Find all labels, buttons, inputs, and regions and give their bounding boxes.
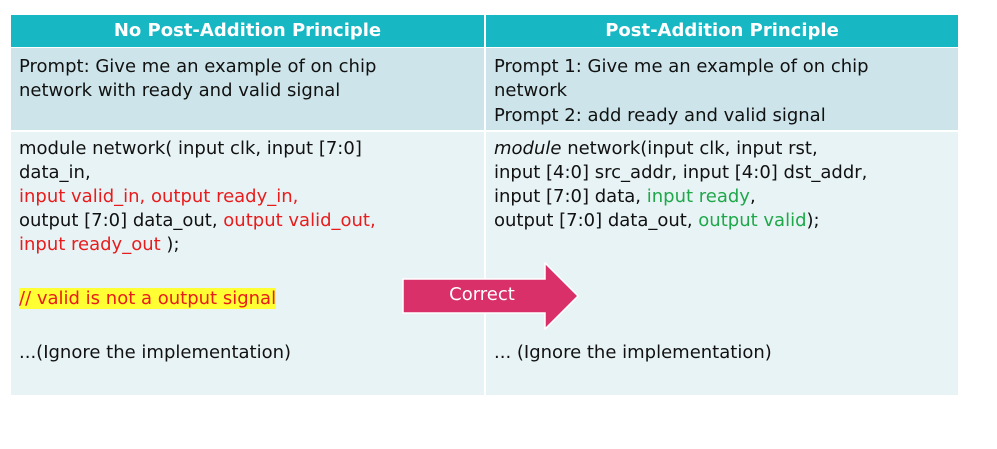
left-code-output-valid: output valid_out,: [223, 210, 376, 231]
right-code-input-data: input [7:0] data,: [494, 186, 647, 207]
right-code-line-1: module network(input clk, input rst,: [494, 137, 818, 161]
arrow-label: Correct: [449, 284, 515, 305]
right-code-input-ready: input ready: [646, 186, 750, 207]
right-code-output-valid: output valid: [698, 210, 807, 231]
right-code-comma: ,: [749, 186, 756, 207]
left-code-line-1: module network( input clk, input [7:0]: [19, 138, 362, 159]
right-code-module-sig: network(input clk, input rst,: [561, 138, 818, 159]
right-code-line-4: output [7:0] data_out, output valid);: [494, 209, 820, 233]
right-code-module-keyword: module: [494, 138, 562, 159]
code-cell-left: module network( input clk, input [7:0] d…: [11, 132, 484, 395]
prompt-cell-left: Prompt: Give me an example of on chip ne…: [11, 48, 484, 130]
right-code-line-3: input [7:0] data, input ready,: [494, 185, 756, 209]
comparison-table: No Post-Addition Principle Post-Addition…: [11, 15, 958, 395]
left-code-output-data: output [7:0] data_out,: [19, 210, 224, 231]
header-post-addition: Post-Addition Principle: [486, 15, 958, 47]
left-code-line-5: input ready_out );: [19, 233, 180, 257]
header-no-post-addition: No Post-Addition Principle: [11, 15, 484, 47]
left-code-line-4: output [7:0] data_out, output valid_out,: [19, 209, 376, 233]
right-code-line-2: input [4:0] src_addr, input [4:0] dst_ad…: [494, 162, 868, 183]
left-code-line-3: input valid_in, output ready_in,: [19, 186, 299, 207]
left-code-comment: // valid is not a output signal: [19, 287, 277, 311]
prompt-right-line-1: Prompt 1: Give me an example of on chip: [494, 56, 869, 77]
left-code-close: );: [160, 234, 180, 255]
left-code-input-ready: input ready_out: [19, 234, 161, 255]
right-code-close: );: [806, 210, 820, 231]
prompt-cell-right: Prompt 1: Give me an example of on chip …: [486, 48, 958, 130]
prompt-right-line-3: Prompt 2: add ready and valid signal: [494, 105, 826, 126]
code-cell-right: module network(input clk, input rst, inp…: [486, 132, 958, 395]
prompt-right-line-2: network: [494, 80, 568, 101]
error-comment-highlight: // valid is not a output signal: [19, 288, 277, 309]
right-code-ignore: ... (Ignore the implementation): [494, 342, 772, 363]
prompt-left-line-2: network with ready and valid signal: [19, 80, 341, 101]
prompt-left-line-1: Prompt: Give me an example of on chip: [19, 56, 377, 77]
correct-arrow-icon: [402, 262, 580, 330]
left-code-line-2: data_in,: [19, 162, 91, 183]
right-code-output-data: output [7:0] data_out,: [494, 210, 699, 231]
left-code-ignore: ...(Ignore the implementation): [19, 342, 292, 363]
